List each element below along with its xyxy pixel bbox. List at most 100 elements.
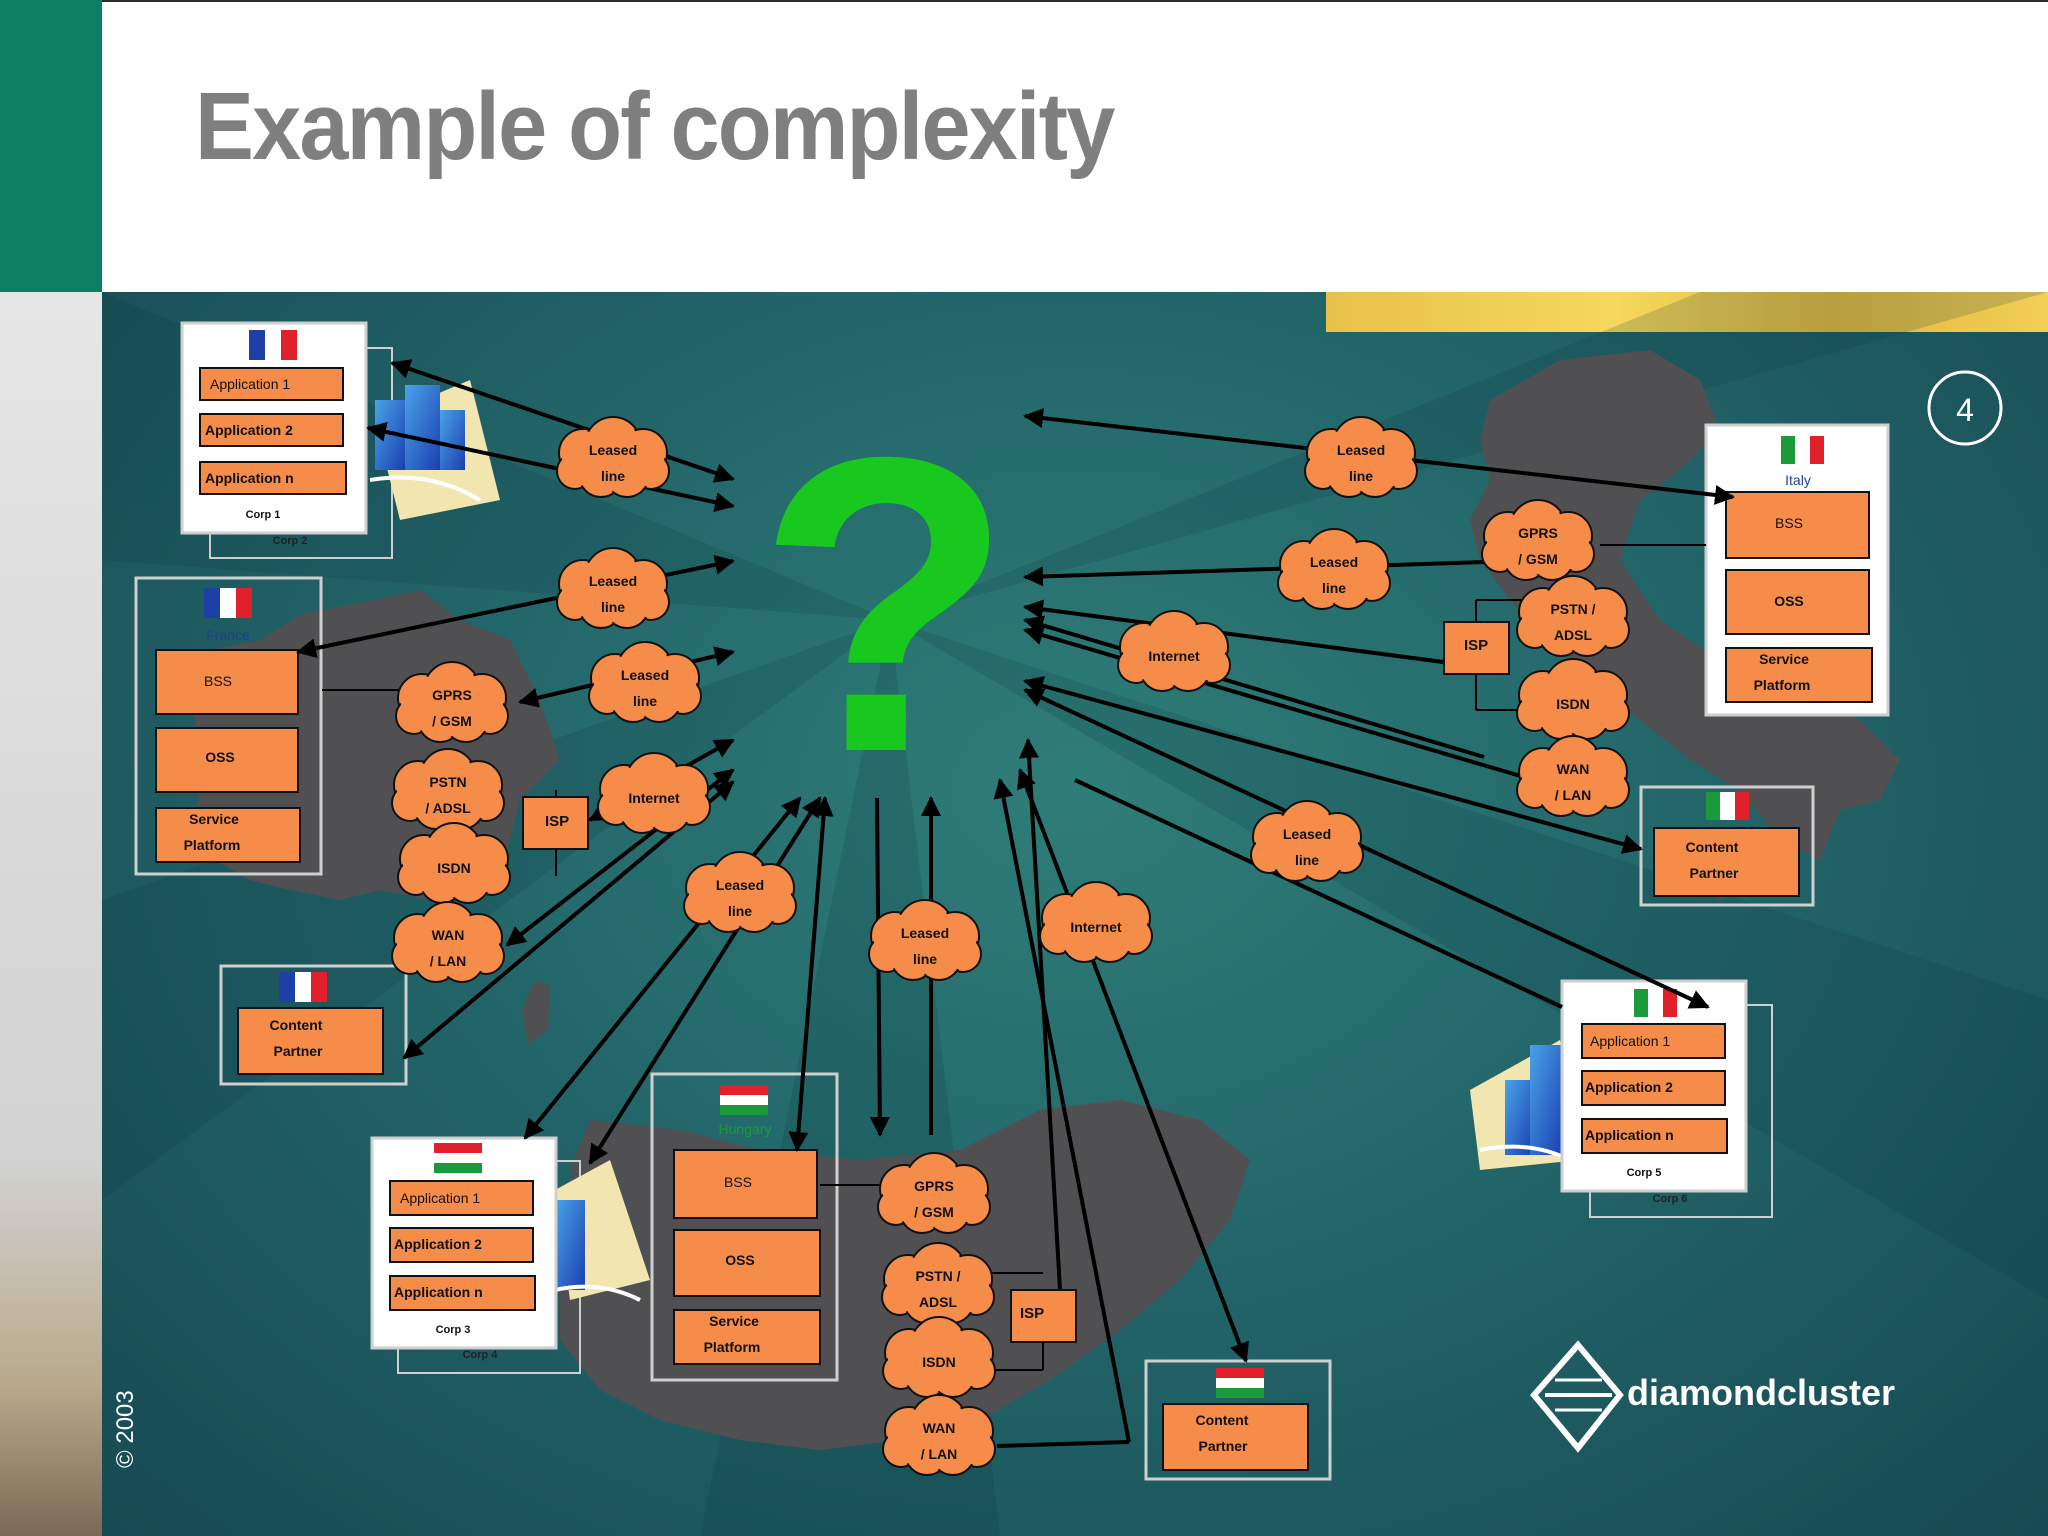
svg-text:Platform: Platform (704, 1339, 761, 1355)
leased-cloud-label: Leased (1337, 442, 1385, 458)
isdn-cloud: ISDN (882, 1316, 996, 1398)
pstn-cloud-label: / ADSL (425, 800, 471, 816)
pstn-cloud-label: ADSL (1554, 627, 1593, 643)
leased-cloud-label: line (913, 951, 937, 967)
wan-cloud-label: WAN (1557, 761, 1590, 777)
italy-flag-icon (1706, 792, 1749, 820)
internet-cloud-label: Internet (628, 790, 680, 806)
svg-text:France: France (206, 627, 250, 643)
gprs-cloud-label: GPRS (1518, 525, 1558, 541)
svg-text:OSS: OSS (725, 1252, 755, 1268)
leased-cloud-label: line (728, 903, 752, 919)
svg-text:Corp 6: Corp 6 (1653, 1193, 1688, 1205)
corsica-map (522, 980, 550, 1045)
internet-cloud: Internet (597, 752, 711, 834)
building-icon (554, 1160, 650, 1302)
italy-flag-icon (1781, 436, 1824, 464)
leased-cloud-label: line (1322, 580, 1346, 596)
copyright: © 2003 (112, 1390, 139, 1468)
hungary-flag-icon (434, 1143, 482, 1173)
isdn-cloud-label: ISDN (437, 860, 470, 876)
svg-text:Application n: Application n (1585, 1127, 1674, 1143)
leased-cloud-label: line (1349, 468, 1373, 484)
svg-text:Application 1: Application 1 (400, 1190, 480, 1206)
internet-cloud: Internet (1117, 610, 1231, 692)
svg-text:ISP: ISP (545, 813, 569, 830)
gprs-cloud: GPRS / GSM (877, 1152, 991, 1234)
svg-text:Application n: Application n (394, 1284, 483, 1300)
svg-text:Content: Content (270, 1017, 323, 1033)
svg-text:ISP: ISP (1020, 1305, 1044, 1322)
gprs-cloud: GPRS / GSM (1481, 499, 1595, 581)
svg-text:Service: Service (709, 1313, 759, 1329)
svg-text:Corp 3: Corp 3 (436, 1324, 471, 1336)
svg-text:Application 1: Application 1 (210, 376, 290, 392)
pstn-cloud-label: PSTN / (915, 1268, 960, 1284)
svg-text:Platform: Platform (184, 837, 241, 853)
svg-text:Hungary: Hungary (719, 1121, 772, 1137)
france-flag-icon (279, 972, 327, 1002)
svg-text:BSS: BSS (724, 1174, 752, 1190)
internet-cloud: Internet (1039, 881, 1153, 963)
isdn-cloud: ISDN (397, 822, 511, 904)
gprs-cloud-label: GPRS (432, 687, 472, 703)
pstn-cloud: PSTN /ADSL (1516, 575, 1630, 657)
pstn-cloud: PSTN / ADSL (391, 748, 505, 830)
gprs-cloud-label: GPRS (914, 1178, 954, 1194)
svg-text:Application 1: Application 1 (1590, 1033, 1670, 1049)
italy-flag-icon (1634, 989, 1677, 1017)
pstn-cloud: PSTN / ADSL (881, 1242, 995, 1324)
svg-text:Application 2: Application 2 (205, 422, 293, 438)
wan-cloud: WAN/ LAN (882, 1394, 996, 1476)
wan-cloud: WAN / LAN (1516, 735, 1630, 817)
wan-cloud-label: / LAN (430, 953, 467, 969)
svg-text:Application 2: Application 2 (394, 1236, 482, 1252)
isdn-cloud-label: ISDN (922, 1354, 955, 1370)
svg-text:Partner: Partner (1689, 865, 1739, 881)
italy-operator-box: Italy BSS OSS Service Platform (1704, 423, 1890, 717)
corp-3-box: Application 1 Application 2 Application … (370, 1136, 558, 1350)
internet-cloud-label: Internet (1070, 919, 1122, 935)
leased-cloud: Leased line (868, 899, 982, 981)
gprs-cloud-label: / GSM (432, 713, 472, 729)
leased-cloud-label: line (601, 599, 625, 615)
hungary-flag-icon (1216, 1368, 1264, 1398)
svg-text:Corp 4: Corp 4 (463, 1349, 499, 1361)
gprs-cloud: GPRS / GSM (395, 661, 509, 743)
leased-cloud-label: Leased (621, 667, 669, 683)
isdn-cloud: ISDN (1516, 658, 1630, 740)
wan-cloud-label: / LAN (1555, 787, 1592, 803)
svg-text:Content: Content (1686, 839, 1739, 855)
svg-text:Application n: Application n (205, 470, 294, 486)
svg-text:OSS: OSS (1774, 593, 1804, 609)
wan-cloud-label: WAN (923, 1420, 956, 1436)
pstn-cloud-label: PSTN (429, 774, 466, 790)
wan-cloud-label: WAN (432, 927, 465, 943)
gprs-cloud-label: / GSM (1518, 551, 1558, 567)
leased-cloud-label: Leased (901, 925, 949, 941)
pstn-cloud-label: ADSL (919, 1294, 958, 1310)
side-panel (0, 292, 102, 1536)
svg-text:BSS: BSS (1775, 515, 1803, 531)
gold-strip (1326, 292, 2048, 332)
isdn-cloud-label: ISDN (1556, 696, 1589, 712)
svg-text:ISP: ISP (1464, 637, 1488, 654)
diamond-icon (1530, 1340, 1624, 1453)
isp-boxes: ISP ISP ISP (522, 621, 1510, 1343)
svg-text:Corp 1: Corp 1 (246, 509, 281, 521)
slide-title: Example of complexity (195, 73, 1115, 180)
hungary-flag-icon (720, 1085, 768, 1115)
leased-cloud-label: Leased (589, 442, 637, 458)
leased-cloud-label: line (1295, 852, 1319, 868)
svg-text:BSS: BSS (204, 673, 232, 689)
gprs-cloud-label: / GSM (914, 1204, 954, 1220)
svg-text:Platform: Platform (1754, 677, 1811, 693)
svg-text:Partner: Partner (1198, 1438, 1248, 1454)
svg-text:Service: Service (189, 811, 239, 827)
